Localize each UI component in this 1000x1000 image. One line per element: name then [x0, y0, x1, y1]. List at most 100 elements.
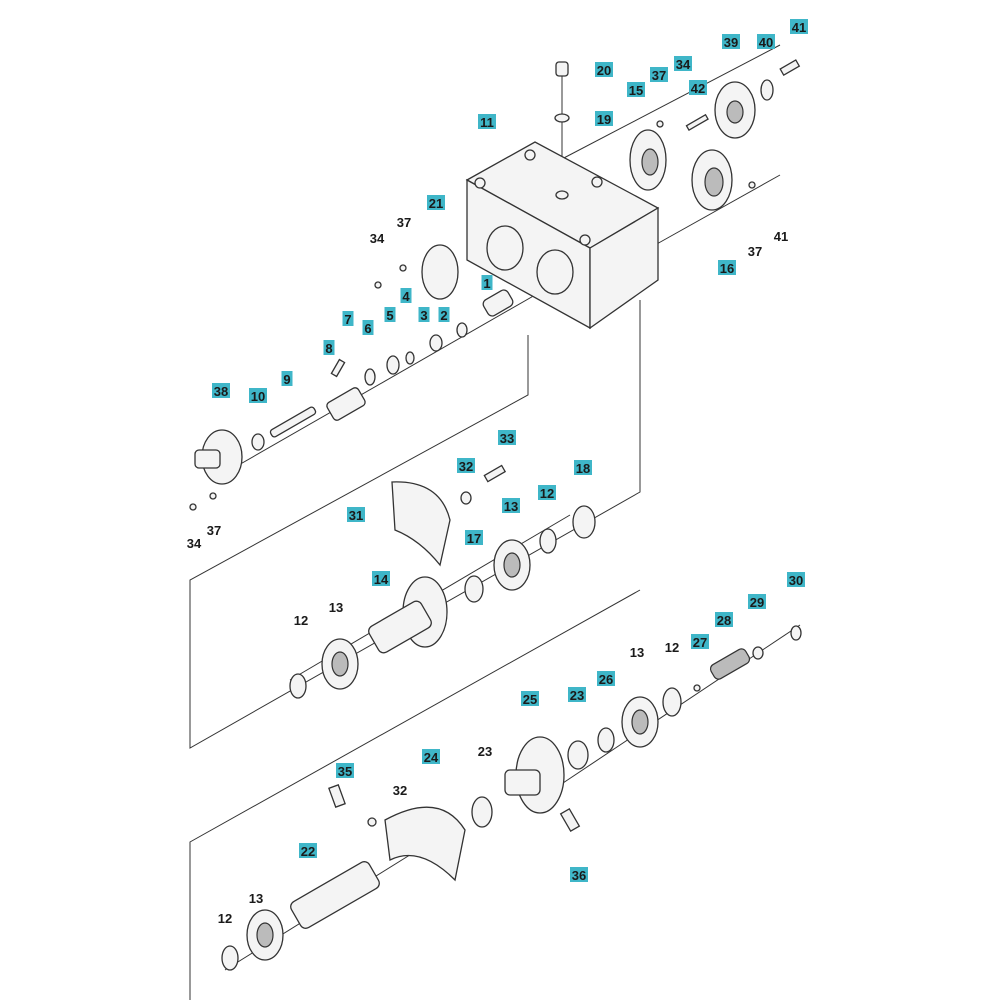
- callout-label-39: 39: [722, 34, 740, 50]
- label-highlight: [362, 320, 374, 335]
- callout-number: 8: [325, 341, 332, 356]
- callout-number: 6: [364, 321, 371, 336]
- callout-number: 41: [774, 229, 788, 244]
- callout-label-27: 27: [691, 634, 709, 650]
- callout-label-21: 21: [427, 195, 445, 211]
- label-highlight: [718, 260, 736, 275]
- callout-label-12: 12: [294, 613, 308, 628]
- callout-number: 37: [652, 68, 666, 83]
- callout-label-10: 10: [249, 388, 267, 404]
- label-highlight: [538, 485, 556, 500]
- label-highlight: [347, 507, 365, 522]
- callout-number: 27: [693, 635, 707, 650]
- label-highlight: [568, 687, 586, 702]
- callout-label-34: 34: [674, 56, 692, 72]
- label-highlight: [457, 458, 475, 473]
- callout-label-25: 25: [521, 691, 539, 707]
- label-highlight: [574, 460, 592, 475]
- callout-label-16: 16: [718, 260, 736, 276]
- callout-number: 29: [750, 595, 764, 610]
- callout-number: 23: [570, 688, 584, 703]
- callout-label-26: 26: [597, 671, 615, 687]
- label-highlight: [372, 571, 390, 586]
- callout-label-32: 32: [393, 783, 407, 798]
- callout-number: 37: [207, 523, 221, 538]
- label-highlight: [595, 62, 613, 77]
- label-highlight: [627, 82, 645, 97]
- callout-label-3: 3: [418, 307, 430, 323]
- callout-label-28: 28: [715, 612, 733, 628]
- callout-number: 33: [500, 431, 514, 446]
- label-highlight: [722, 34, 740, 49]
- callout-label-31: 31: [347, 507, 365, 523]
- callout-number: 22: [301, 844, 315, 859]
- callout-number: 21: [429, 196, 443, 211]
- callout-label-41: 41: [790, 19, 808, 35]
- callout-number: 13: [504, 499, 518, 514]
- callout-label-9: 9: [281, 371, 293, 387]
- callout-label-32: 32: [457, 458, 475, 474]
- callout-label-13: 13: [502, 498, 520, 514]
- callout-number: 7: [344, 312, 351, 327]
- callout-label-36: 36: [570, 867, 588, 883]
- label-highlight: [521, 691, 539, 706]
- callout-label-6: 6: [362, 320, 374, 336]
- label-highlight: [438, 307, 450, 322]
- callout-label-23: 23: [568, 687, 586, 703]
- callout-label-11: 11: [478, 114, 496, 130]
- label-highlight: [427, 195, 445, 210]
- label-highlight: [570, 867, 588, 882]
- callout-number: 14: [374, 572, 389, 587]
- gearbox-housing: [465, 141, 660, 330]
- callout-number: 34: [187, 536, 202, 551]
- callout-label-13: 13: [249, 891, 263, 906]
- callout-label-40: 40: [757, 34, 775, 50]
- label-highlight: [249, 388, 267, 403]
- callout-number: 12: [665, 640, 679, 655]
- callout-label-34: 34: [370, 231, 385, 246]
- callout-number: 40: [759, 35, 773, 50]
- callout-number: 4: [402, 289, 410, 304]
- callout-label-4: 4: [400, 288, 412, 304]
- callout-label-12: 12: [665, 640, 679, 655]
- callout-number: 34: [676, 57, 691, 72]
- callout-label-42: 42: [689, 80, 707, 96]
- label-highlight: [342, 311, 354, 326]
- callout-number: 28: [717, 613, 731, 628]
- callout-label-37: 37: [207, 523, 221, 538]
- label-highlight: [481, 275, 493, 290]
- label-highlight: [650, 67, 668, 82]
- callout-number: 38: [214, 384, 228, 399]
- callout-number: 1: [483, 276, 490, 291]
- callout-label-1: 1: [481, 275, 493, 291]
- callout-number: 3: [420, 308, 427, 323]
- callout-number: 31: [349, 508, 363, 523]
- callout-label-14: 14: [372, 571, 390, 587]
- callout-number: 5: [386, 308, 393, 323]
- callout-label-20: 20: [595, 62, 613, 78]
- callout-number: 12: [218, 911, 232, 926]
- callout-label-35: 35: [336, 763, 354, 779]
- callout-number: 23: [478, 744, 492, 759]
- callout-label-15: 15: [627, 82, 645, 98]
- callout-label-37: 37: [397, 215, 411, 230]
- label-highlight: [478, 114, 496, 129]
- callout-number: 25: [523, 692, 537, 707]
- callout-number: 42: [691, 81, 705, 96]
- callout-label-17: 17: [465, 530, 483, 546]
- callout-number: 17: [467, 531, 481, 546]
- label-highlight: [498, 430, 516, 445]
- label-highlight: [689, 80, 707, 95]
- label-highlight: [715, 612, 733, 627]
- callout-label-33: 33: [498, 430, 516, 446]
- callout-label-22: 22: [299, 843, 317, 859]
- callout-number: 37: [397, 215, 411, 230]
- label-highlight: [299, 843, 317, 858]
- label-highlight: [336, 763, 354, 778]
- label-highlight: [323, 340, 335, 355]
- callout-number: 10: [251, 389, 265, 404]
- callout-number: 9: [283, 372, 290, 387]
